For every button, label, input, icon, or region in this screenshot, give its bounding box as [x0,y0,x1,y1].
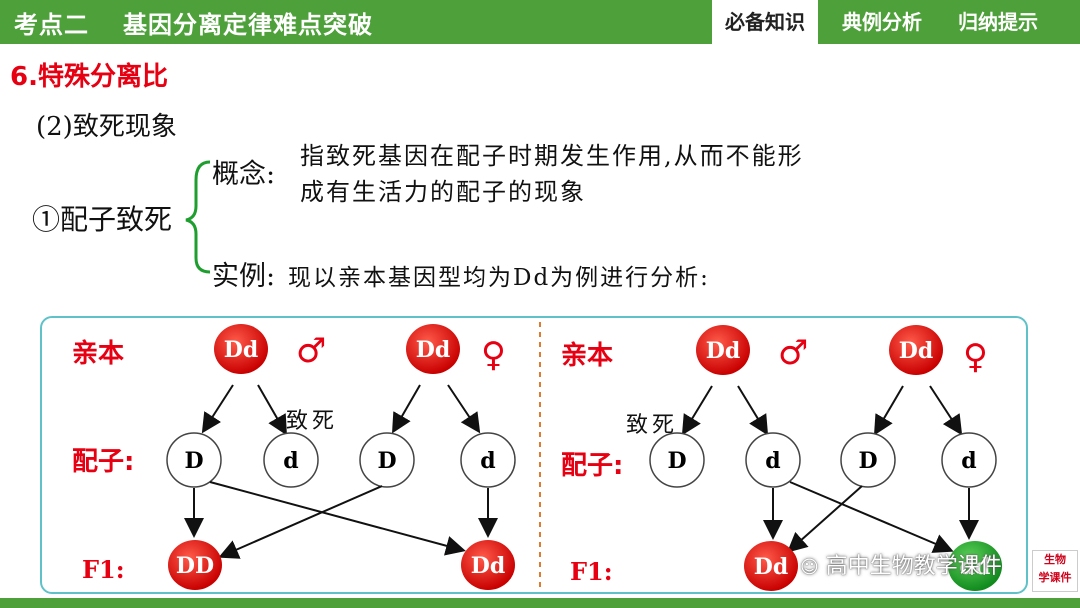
section-heading: 6.特殊分离比 [10,62,168,92]
right-gamete-2: d [745,432,801,488]
right-offspring-1: Dd [744,541,798,591]
left-gamete-1: D [166,432,222,488]
left-gamete-label: 配子: [72,447,134,477]
right-gamete-3-label: D [858,448,877,474]
logo-line1: 生物 [1044,553,1066,566]
right-gamete-4: d [941,432,997,488]
title-part2: 基因分离定律难点突破 [123,11,373,39]
right-gamete-1-label: D [667,448,686,474]
right-parent-female: Dd [889,325,943,375]
bottom-bar [0,598,1080,608]
right-gamete-3: D [840,432,896,488]
left-offspring-1: DD [168,540,222,590]
left-parent-male-label: Dd [224,337,258,363]
title-part1: 考点二 [14,11,89,39]
channel-logo: 生物 学课件 [1032,550,1078,592]
watermark-text: 高中生物教学课件 [825,554,1002,579]
concept-label: 概念: [212,159,276,190]
right-gamete-1: D [649,432,705,488]
example-text: 现以亲本基因型均为Dd为例进行分析: [288,265,710,291]
right-gamete-label: 配子: [561,451,623,481]
brace-label: ①配子致死 [32,203,173,236]
left-gamete-2: d [263,432,319,488]
right-f1-label: F1: [570,557,613,586]
left-offspring-2-label: Dd [471,553,505,579]
left-parent-female: Dd [406,324,460,374]
right-parent-male: Dd [696,325,750,375]
left-female-symbol: ♀ [481,335,506,375]
logo-line2: 学课件 [1038,571,1072,584]
right-parent-label: 亲本 [561,341,613,371]
left-f1-label: F1: [82,555,125,584]
left-gamete-3: D [359,432,415,488]
concept-text: 指致死基因在配子时期发生作用,从而不能形成有生活力的配子的现象 [300,142,804,206]
right-gamete-4-label: d [961,448,976,474]
left-gamete-4: d [460,432,516,488]
right-offspring-1-label: Dd [754,554,788,580]
tab-examples[interactable]: 典例分析 [842,10,922,34]
subheading: (2)致死现象 [36,112,177,142]
left-offspring-2: Dd [461,540,515,590]
right-parent-male-label: Dd [706,338,740,364]
left-gamete-2-label: d [283,448,298,474]
left-parent-label: 亲本 [72,339,124,369]
slide-title: 考点二 基因分离定律难点突破 [14,5,373,40]
right-female-symbol: ♀ [963,337,988,377]
right-lethal-label: 致死 [626,413,678,438]
left-gamete-1-label: D [184,448,203,474]
left-gamete-3-label: D [377,448,396,474]
header-divider [0,44,1080,48]
right-offspring-2: dd [948,541,1002,591]
right-parent-female-label: Dd [899,338,933,364]
left-parent-female-label: Dd [416,337,450,363]
top-bar: 考点二 基因分离定律难点突破 必备知识 典例分析 归纳提示 [0,0,1080,44]
watermark: ☺ 高中生物教学课件 [800,548,1002,580]
tab-knowledge[interactable]: 必备知识 [712,0,818,44]
tab-summary[interactable]: 归纳提示 [958,10,1038,34]
example-label: 实例: [212,261,276,292]
wechat-icon: ☺ [800,557,819,578]
left-gamete-4-label: d [480,448,495,474]
right-male-symbol: ♂ [778,333,808,373]
left-parent-male: Dd [214,324,268,374]
right-offspring-2-label: dd [960,554,991,580]
left-male-symbol: ♂ [296,331,326,371]
left-offspring-1-label: DD [176,553,214,579]
right-gamete-2-label: d [765,448,780,474]
left-lethal-label: 致死 [286,409,338,434]
